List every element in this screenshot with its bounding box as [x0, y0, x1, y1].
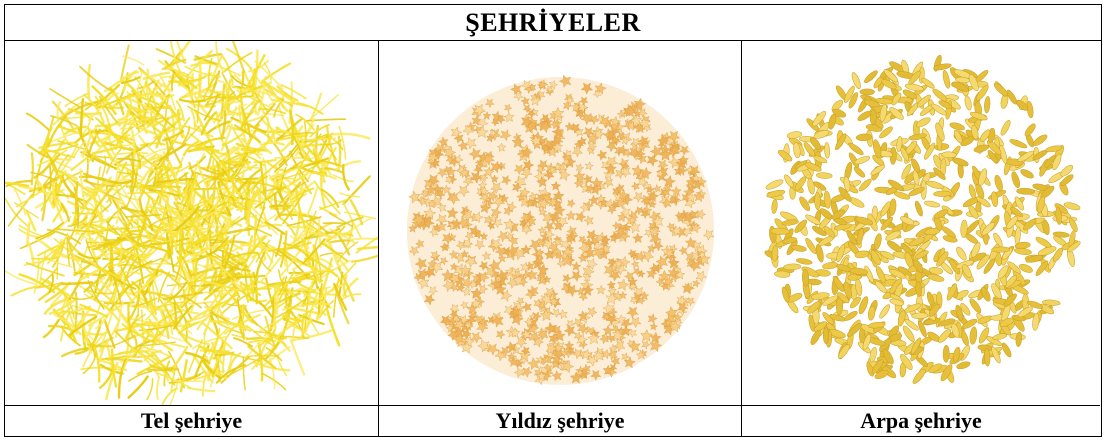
tel-sehriye-photo: [5, 41, 378, 405]
arpa-sehriye-photo: [742, 41, 1100, 405]
table-title: ŞEHRİYELER: [5, 5, 1101, 41]
image-cell-arpa: [741, 41, 1100, 405]
image-cell-tel: [5, 41, 378, 405]
image-cell-yildiz: [378, 41, 741, 405]
caption-arpa: Arpa şehriye: [741, 405, 1100, 436]
caption-tel: Tel şehriye: [5, 405, 378, 436]
caption-yildiz: Yıldız şehriye: [378, 405, 741, 436]
yildiz-sehriye-photo: [379, 41, 741, 405]
sehriye-table: ŞEHRİYELER Tel şehriye Yıldız şehriye Ar…: [4, 4, 1102, 437]
